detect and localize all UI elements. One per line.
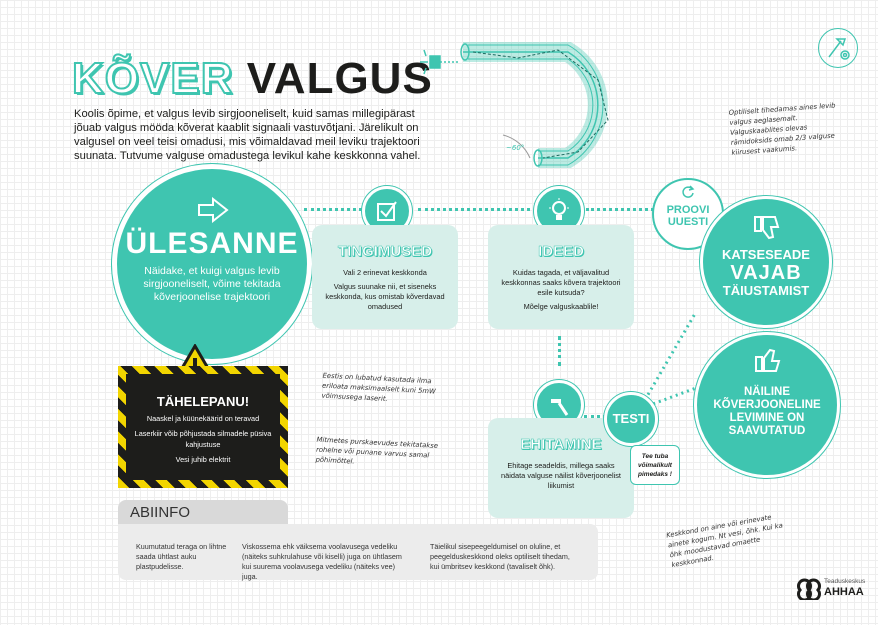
title-word-2: VALGUS (246, 54, 433, 103)
warning-box: TÄHELEPANU! Naaskel ja küünekäärid on te… (118, 366, 288, 488)
logo-name: AHHAA (824, 586, 864, 598)
ulesanne-circle: ÜLESANNE Näidake, et kuigi valgus levib … (112, 164, 312, 364)
ideed-line2: Mõelge valguskaablile! (523, 302, 599, 311)
title-word-1: KÕVER (71, 53, 234, 104)
medium-note: Keskkond on aine või erinevate ainete ko… (665, 513, 784, 570)
ideed-line1: Kuidas tagada, et väljavalitud keskkonna… (501, 268, 621, 297)
intro-text: Koolis õpime, et valgus levib sirgjoonel… (74, 108, 421, 162)
ideed-card: IDEED Kuidas tagada, et väljavalitud kes… (488, 225, 634, 329)
page-title: KÕVER VALGUS (71, 53, 433, 104)
katseseade-l3: TÄIUSTAMIST (722, 283, 810, 298)
ulesanne-text: Näidake, et kuigi valgus levib sirgjoone… (143, 265, 281, 303)
katseseade-circle: KATSESEADE VAJAB TÄIUSTAMIST (700, 196, 832, 328)
ulesanne-heading: ÜLESANNE (125, 227, 299, 260)
naeline-circle: NÄILINE KÕVERJOONELINE LEVIMINE ON SAAVU… (694, 332, 840, 478)
warning-line-2: Laserkiir võib põhjustada silmadele püsi… (134, 429, 272, 449)
thumbs-down-icon (754, 216, 780, 240)
angle-label: ~60° (506, 144, 524, 152)
connector-5 (584, 415, 606, 418)
abiinfo-tab: ABIINFO (118, 500, 288, 524)
connector-6 (640, 311, 698, 410)
ideed-heading: IDEED (538, 243, 584, 261)
tools-gear-icon (818, 28, 858, 68)
abiinfo-box: Kuumutatud teraga on lihtne saada ühtlas… (118, 524, 598, 581)
testi-badge: TESTI (604, 392, 658, 446)
connector-3 (586, 208, 654, 211)
warning-line-3: Vesi juhib elektrit (175, 455, 231, 464)
proovi-uuesti-circle: PROOVI UUESTI (652, 178, 724, 250)
tingimused-line2: Valgus suunake nii, et siseneks keskkond… (325, 282, 445, 311)
proovi-text: PROOVI UUESTI (666, 204, 710, 228)
water-note: Mitmetes purskaevudes tekitatakse roheln… (315, 435, 439, 466)
cable-note: Optiliselt tihedamas aines levib valgus … (728, 101, 836, 157)
arrow-right-icon (198, 197, 229, 223)
testi-bubble: Tee tuba võimalikult pimedaks ! (630, 445, 680, 485)
connector-2 (418, 208, 530, 211)
ehitamine-card: EHITAMINE Ehitage seadeldis, millega saa… (488, 418, 634, 518)
tools-glyph-icon (828, 38, 850, 60)
logo-top: Teaduskeskus (824, 578, 866, 585)
ehitamine-text: Ehitage seadeldis, millega saaks näidata… (501, 461, 621, 490)
naeline-text: NÄILINE KÕVERJOONELINE LEVIMINE ON SAAVU… (713, 386, 821, 437)
cable-illustration: ~60° (420, 42, 609, 168)
tingimused-card: TINGIMUSED Vali 2 erinevat keskkonda Val… (312, 225, 458, 329)
connector-4 (558, 336, 561, 366)
refresh-icon (682, 185, 695, 198)
warning-line-1: Naaskel ja küünekäärid on teravad (146, 414, 260, 423)
tingimused-heading: TINGIMUSED (337, 243, 433, 261)
connector-1 (304, 208, 362, 211)
abiinfo-col-3: Täielikul sisepeegeldumisel on oluline, … (430, 542, 570, 571)
abiinfo-col-1: Kuumutatud teraga on lihtne saada ühtlas… (136, 542, 227, 571)
thumbs-up-icon (755, 348, 781, 372)
abiinfo-col-2: Viskossema ehk väiksema voolavusega vede… (242, 542, 402, 581)
ehitamine-heading: EHITAMINE (520, 436, 602, 454)
katseseade-l1: KATSESEADE (722, 247, 810, 262)
tingimused-line1: Vali 2 erinevat keskkonda (343, 268, 427, 277)
laser-note: Eestis on lubatud kasutada ilma eriloata… (321, 371, 436, 404)
katseseade-l2: VAJAB (730, 262, 802, 284)
infinity-logo-icon (797, 578, 821, 600)
warning-heading: TÄHELEPANU! (156, 394, 250, 409)
